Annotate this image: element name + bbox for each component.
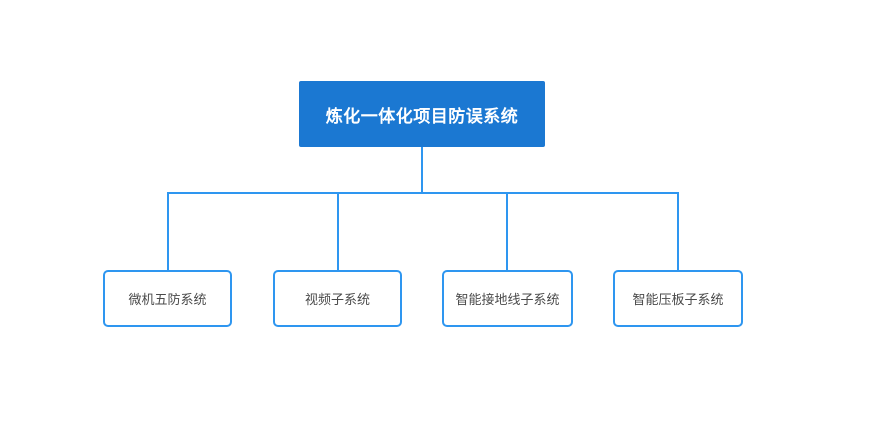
child-node-grounding[interactable]: 智能接地线子系统 bbox=[442, 270, 573, 327]
child-node-label: 智能压板子系统 bbox=[632, 292, 724, 307]
child-node-pressplate[interactable]: 智能压板子系统 bbox=[613, 270, 743, 327]
child-node-label: 智能接地线子系统 bbox=[455, 292, 560, 307]
child-node-wjwf[interactable]: 微机五防系统 bbox=[103, 270, 232, 327]
child-node-video[interactable]: 视频子系统 bbox=[273, 270, 402, 327]
root-node-label: 炼化一体化项目防误系统 bbox=[325, 106, 519, 126]
child-node-label: 微机五防系统 bbox=[128, 292, 207, 307]
child-node-label: 视频子系统 bbox=[304, 292, 370, 307]
root-node[interactable]: 炼化一体化项目防误系统 bbox=[299, 81, 545, 147]
